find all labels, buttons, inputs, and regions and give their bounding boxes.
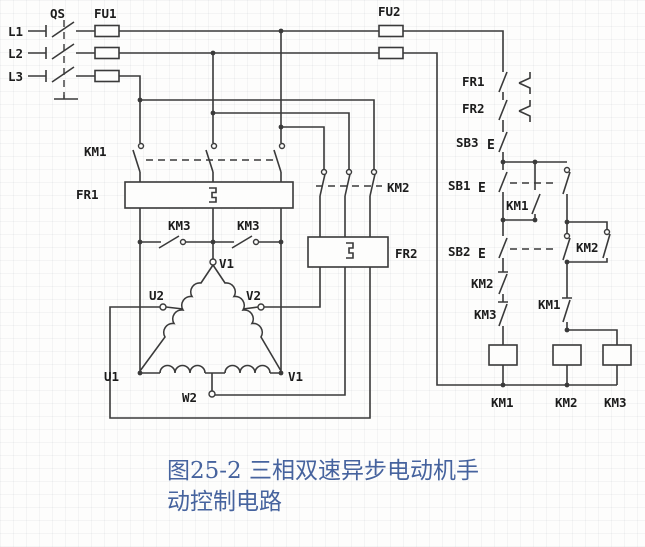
label-u1: U1	[104, 369, 119, 384]
km2-hold-loop	[567, 221, 611, 263]
km2-main-contacts	[316, 168, 382, 237]
fr2-heater-symbol	[346, 242, 354, 259]
terminal-v1-top	[209, 258, 217, 266]
label-qs: QS	[50, 6, 65, 21]
circuit-diagram: L1 L2 L3 QS FU1 FU2 KM1 FR1 KM3 KM3 KM2 …	[8, 4, 632, 419]
label-km3-nc: KM3	[474, 307, 497, 322]
control-circuit	[488, 71, 632, 385]
qs-handle-bar	[54, 95, 78, 100]
label-km2-nc: KM2	[471, 276, 494, 291]
label-v1-br: V1	[288, 369, 303, 384]
km1-coil	[488, 344, 518, 366]
label-coil-km3: KM3	[604, 395, 627, 410]
terminal-v2	[257, 303, 265, 311]
junction-dots	[137, 28, 570, 388]
label-v1-top: V1	[219, 256, 234, 271]
label-u2: U2	[149, 288, 164, 303]
label-v2: V2	[246, 288, 261, 303]
label-km1-main: KM1	[84, 144, 107, 159]
u2-tap-stub	[165, 306, 184, 310]
label-km3-a: KM3	[168, 218, 191, 233]
km1-hold-contact	[531, 162, 541, 220]
label-w2: W2	[182, 390, 197, 405]
sb2-actuator-icon: E	[478, 247, 486, 262]
terminal-u1	[137, 370, 143, 376]
label-coil-km2: KM2	[555, 395, 578, 410]
label-fr2-main: FR2	[395, 246, 418, 261]
motor-delta-winding	[137, 258, 284, 398]
figure-caption: 图25-2 三相双速异步电动机手 动控制电路	[167, 456, 507, 518]
label-fr1-nc: FR1	[462, 74, 485, 89]
label-l3: L3	[8, 69, 23, 84]
fr2-nc-contact	[498, 99, 508, 132]
label-sb2: SB2	[448, 244, 471, 259]
label-km2-main: KM2	[387, 180, 410, 195]
km1-nc-interlock	[562, 297, 572, 330]
label-coil-km1: KM1	[491, 395, 514, 410]
km1-main-contacts	[132, 142, 286, 182]
terminal-u2	[159, 303, 167, 311]
sb2-contact	[498, 220, 508, 272]
label-sb1: SB1	[448, 178, 471, 193]
label-l1: L1	[8, 24, 23, 39]
figure-caption-line2: 动控制电路	[167, 489, 282, 515]
fuse-fu2	[378, 24, 404, 60]
fr1-thermal-box	[124, 181, 294, 259]
label-fu1: FU1	[94, 6, 117, 21]
fr1-heater-symbol	[209, 187, 217, 203]
km2-nc-interlock	[498, 271, 508, 302]
label-fu2: FU2	[378, 4, 401, 19]
fr1-nc-flag	[518, 72, 531, 94]
fuse-fu1	[94, 24, 120, 83]
km3-nc-interlock	[498, 301, 508, 345]
fr2-nc-flag	[518, 100, 531, 122]
label-km1-nc: KM1	[538, 297, 561, 312]
sb1-break-contact	[562, 171, 571, 222]
terminal-v1-br	[278, 370, 284, 376]
v2-tap-stub	[242, 306, 259, 310]
fr1-nc-contact	[498, 71, 508, 100]
sb3-contact	[498, 131, 508, 162]
fr2-thermal-box	[109, 236, 389, 419]
terminal-w2	[208, 390, 216, 398]
label-fr1-main: FR1	[76, 187, 99, 202]
label-km2-hold: KM2	[576, 240, 599, 255]
km2-coil	[552, 344, 582, 366]
sb1-actuator-icon: E	[478, 181, 486, 196]
label-fr2-nc: FR2	[462, 101, 485, 116]
label-km1-hold: KM1	[506, 198, 529, 213]
label-km3-b: KM3	[237, 218, 260, 233]
phase-wires	[140, 31, 375, 170]
incoming-power-lines	[28, 20, 617, 386]
km3-coil	[602, 344, 632, 366]
figure-caption-line1: 图25-2 三相双速异步电动机手	[167, 458, 479, 484]
label-sb3: SB3	[456, 135, 479, 150]
label-l2: L2	[8, 46, 23, 61]
sb3-actuator-icon: E	[487, 138, 495, 153]
